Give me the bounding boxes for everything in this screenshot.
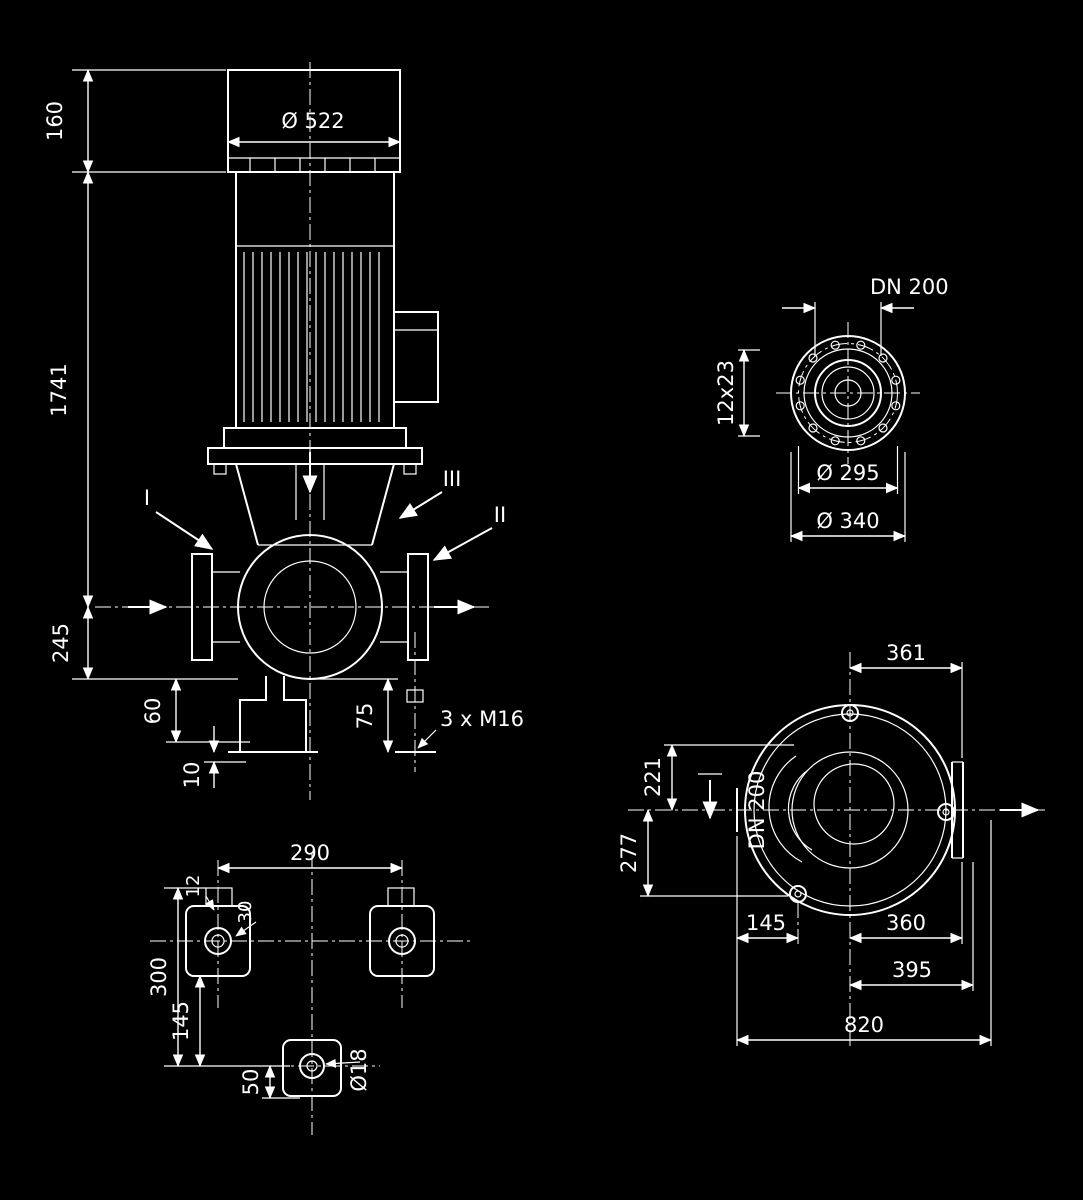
anchor-nut [406, 689, 424, 703]
base-plate-view: 290 12 30 300 145 50 Ø18 [147, 841, 470, 1135]
left-foot-hole [204, 927, 232, 955]
right-foot-pad [369, 905, 435, 977]
dim-label-221: 221 [641, 757, 665, 797]
flange-outer-circle [790, 335, 906, 451]
section-label-ii: II [494, 503, 506, 527]
dim-label-port-height: 245 [49, 623, 73, 663]
dim-label-bolt-circle: Ø 295 [816, 461, 879, 485]
dim-label-361: 361 [886, 641, 926, 665]
flange-bore-circle [814, 359, 882, 427]
dim-label-395: 395 [892, 958, 932, 982]
dim-label-slot-width: 12 [183, 875, 204, 898]
flange-bolt-holes [795, 340, 901, 446]
front-elevation-view: Ø 522 160 1741 245 60 10 75 3 x M16 I II… [43, 62, 524, 800]
support-foot [239, 676, 307, 753]
dim-label-300: 300 [147, 957, 171, 997]
dim-label-suction-dn: DN 200 [745, 771, 769, 850]
bolt-circle [798, 343, 898, 443]
section-label-i: I [144, 486, 150, 510]
plan-lug-top [841, 704, 859, 722]
volute-channel-arc [768, 755, 803, 863]
dim-label-slot-length: 30 [235, 901, 256, 924]
section-label-iii: III [443, 467, 462, 491]
dim-label-hole-spacing: 290 [290, 841, 330, 865]
dim-label-820: 820 [844, 1013, 884, 1037]
dim-label-bolt-holes: 12x23 [714, 360, 738, 426]
motor-fins [243, 252, 380, 422]
casing-taper-left [235, 463, 259, 546]
dim-label-fan-height: 160 [43, 101, 67, 141]
volute-casing [237, 534, 383, 680]
casing-taper-right [371, 463, 395, 546]
plan-view: DN 200 361 221 277 145 360 395 820 [617, 641, 1045, 1050]
dim-label-360: 360 [886, 911, 926, 935]
dim-label-hole-diameter: Ø18 [347, 1048, 371, 1091]
dim-label-anchor-bolts: 3 x M16 [440, 707, 524, 731]
plan-lug-right [937, 803, 955, 821]
dim-label-145-base: 145 [169, 1001, 193, 1041]
motor-flange [223, 427, 407, 449]
dim-label-75: 75 [353, 703, 377, 730]
bottom-foot-pad [282, 1039, 342, 1097]
terminal-box [393, 311, 439, 403]
left-foot-pad [185, 905, 251, 977]
dim-label-dn200: DN 200 [870, 275, 949, 299]
right-foot-hole [388, 927, 416, 955]
discharge-flange [407, 553, 429, 661]
dim-label-10: 10 [180, 762, 204, 789]
suction-flange [191, 553, 213, 661]
dim-label-motor-diameter: Ø 522 [281, 109, 344, 133]
lantern-flange [207, 447, 423, 465]
dim-label-277: 277 [617, 833, 641, 873]
bottom-foot-hole [299, 1053, 325, 1079]
dim-label-145-plan: 145 [746, 911, 786, 935]
dim-label-total-height: 1741 [47, 363, 71, 416]
flange-face-view: DN 200 12x23 Ø 295 Ø 340 [714, 275, 949, 542]
dim-label-60: 60 [141, 698, 165, 725]
dim-label-50: 50 [239, 1069, 263, 1096]
dim-label-flange-od: Ø 340 [816, 509, 879, 533]
